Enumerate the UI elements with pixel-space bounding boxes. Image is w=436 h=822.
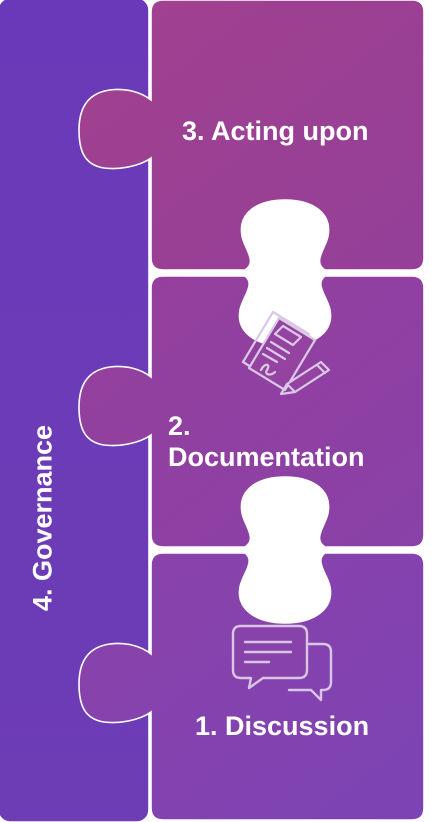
governance-label: 4. Governance — [27, 424, 58, 612]
chat-bubbles-icon — [229, 620, 339, 710]
documentation-label-line1: 2. — [168, 411, 191, 441]
documentation-piece — [78, 275, 425, 548]
documentation-label-line2: Documentation — [168, 442, 365, 472]
document-signature-icon — [233, 304, 339, 410]
acting-upon-label: 3. Acting upon — [182, 116, 369, 146]
discussion-label: 1. Discussion — [195, 711, 370, 741]
acting-upon-piece — [78, 0, 425, 271]
documentation-label: 2. Documentation — [168, 411, 365, 473]
